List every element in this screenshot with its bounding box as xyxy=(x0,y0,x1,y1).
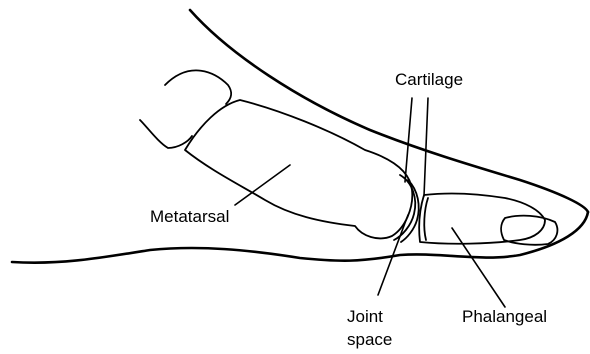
upper-bone-outline-lower xyxy=(140,120,192,148)
upper-bone-outline xyxy=(165,70,231,104)
leader-line-phalangeal xyxy=(452,228,505,307)
label-joint-space-line1: Joint xyxy=(347,307,383,327)
label-cartilage: Cartilage xyxy=(395,70,463,90)
phalangeal-bone xyxy=(419,194,545,244)
cartilage-layer-phalangeal xyxy=(424,198,428,240)
label-phalangeal: Phalangeal xyxy=(462,307,547,327)
label-metatarsal: Metatarsal xyxy=(150,207,229,227)
label-joint-space-line2: space xyxy=(347,330,392,350)
skin-bottom-outline xyxy=(12,212,588,263)
leader-line-cartilage-a xyxy=(405,98,412,182)
leader-line-cartilage-b xyxy=(424,98,428,196)
skin-top-outline xyxy=(190,10,588,212)
